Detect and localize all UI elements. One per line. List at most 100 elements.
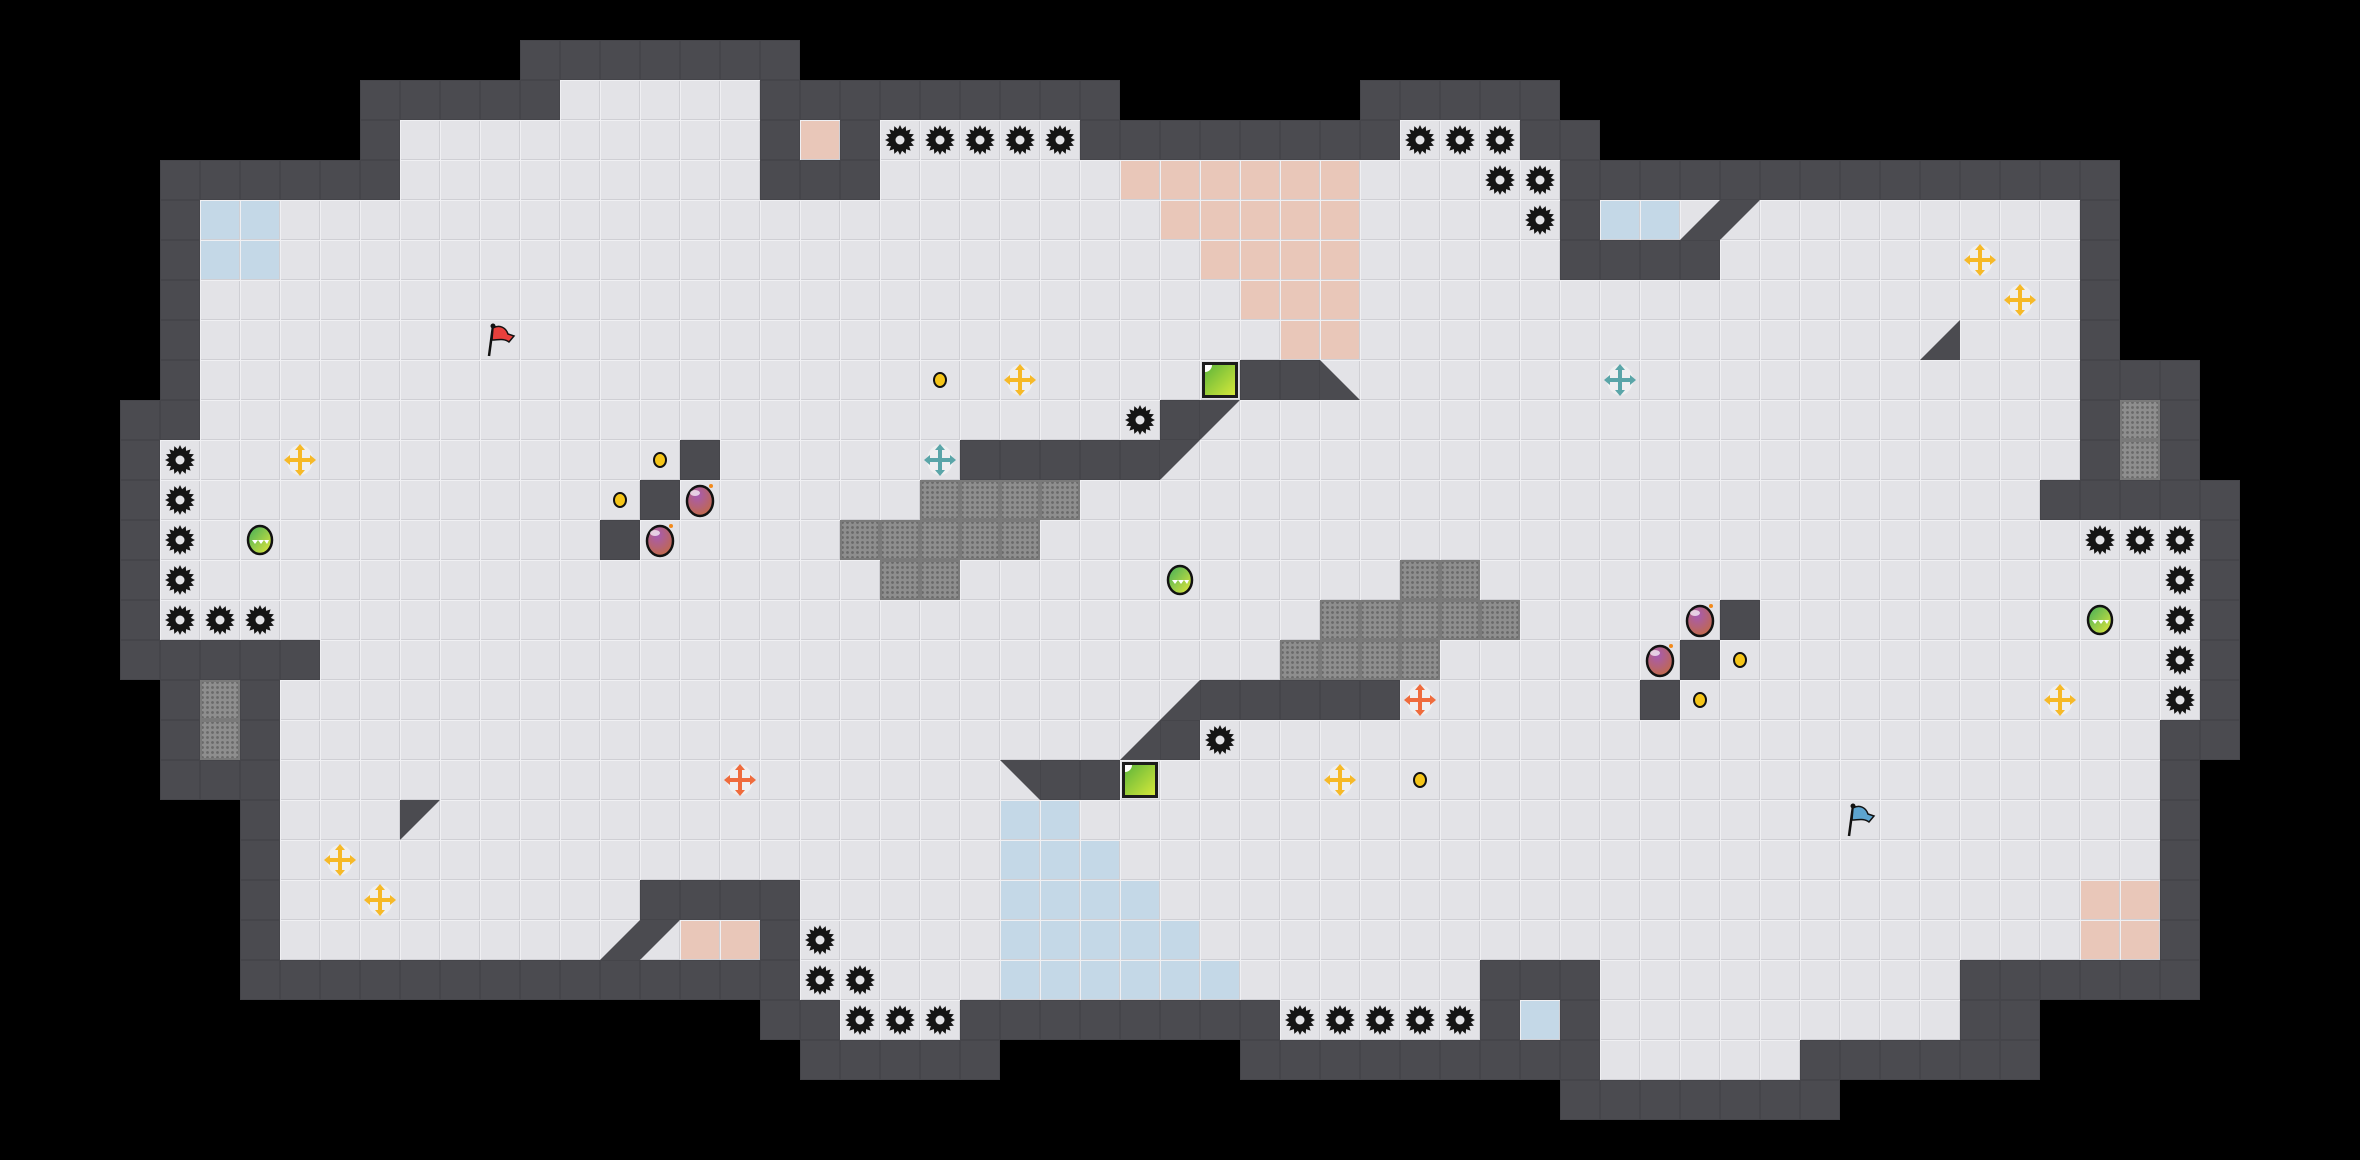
floor-tile [1960,640,2000,680]
floor-tile [1600,960,1640,1000]
spike-icon [1400,1005,1440,1044]
wall-tile [1360,680,1400,720]
floor-tile [1840,520,1880,560]
floor-tile [600,720,640,760]
wall-tile [2080,280,2120,320]
floor-tile [2000,840,2040,880]
floor-tile [1880,640,1920,680]
floor-tile [520,120,560,160]
spike-icon [840,965,880,1004]
floor-tile [2000,760,2040,800]
floor-tile [200,320,240,360]
boost-yellow-boost-arrows-icon [1320,760,1360,800]
wall-tile [840,1040,880,1080]
floor-tile [1560,440,1600,480]
wall-tile [200,640,240,680]
floor-tile [1760,520,1800,560]
floor-tile [1000,720,1040,760]
floor-tile [1440,680,1480,720]
red-endzone-tile [1320,200,1360,240]
wall-tile [400,80,440,120]
floor-tile [1200,920,1240,960]
boost-yellow-boost-arrows-icon [1000,360,1040,400]
floor-tile [240,320,280,360]
floor-tile [440,160,480,200]
floor-tile [600,360,640,400]
wall-tile [760,160,800,200]
wall-tile [2000,960,2040,1000]
floor-tile [840,320,880,360]
floor-tile [520,880,560,920]
floor-tile [760,600,800,640]
floor-tile [1680,360,1720,400]
floor-tile [2160,680,2200,720]
wall-tile [360,160,400,200]
wall-tile [2200,560,2240,600]
floor-tile [1240,840,1280,880]
floor-tile [280,840,320,880]
floor-tile [1000,400,1040,440]
floor-tile [560,400,600,440]
floor-tile [440,480,480,520]
floor-tile [720,680,760,720]
floor-tile [1880,720,1920,760]
spike-icon [2160,605,2200,644]
floor-tile [1080,600,1120,640]
floor-tile [200,440,240,480]
floor-tile [160,520,200,560]
floor-tile [1240,600,1280,640]
wall-tile [1800,1040,1840,1080]
floor-tile [1720,800,1760,840]
floor-tile [1840,640,1880,680]
floor-tile [160,480,200,520]
floor-tile [1480,760,1520,800]
floor-tile [760,800,800,840]
wall-tile [2120,960,2160,1000]
floor-tile [1680,280,1720,320]
floor-tile [1640,760,1680,800]
spike-icon [1360,1005,1400,1044]
floor-tile [600,280,640,320]
floor-tile [1200,640,1240,680]
blue-endzone-tile [1040,880,1080,920]
floor-tile [1760,800,1800,840]
floor-tile [320,880,360,920]
floor-tile [1560,320,1600,360]
floor-tile [1480,640,1520,680]
floor-tile [2040,800,2080,840]
floor-tile [400,440,440,480]
wall-tile [1960,1000,2000,1040]
floor-tile [1840,680,1880,720]
floor-tile [880,320,920,360]
floor-tile [1560,280,1600,320]
floor-tile [1840,840,1880,880]
wall-tile [2160,960,2200,1000]
floor-tile [680,400,720,440]
floor-tile [1080,520,1120,560]
floor-tile [1800,520,1840,560]
floor-tile [520,920,560,960]
wall-tile [920,1040,960,1080]
floor-tile [880,880,920,920]
blue-endzone-tile [1040,840,1080,880]
gate-tile [960,520,1000,560]
boost-yellow-boost-arrows-icon [320,840,360,880]
floor-tile [1320,440,1360,480]
floor-tile [1720,1040,1760,1080]
floor-tile [600,840,640,880]
wall-tile [1880,160,1920,200]
floor-tile [600,240,640,280]
floor-tile [560,80,600,120]
floor-tile [880,440,920,480]
floor-tile [400,280,440,320]
wall-tile [1040,80,1080,120]
floor-tile [1720,720,1760,760]
wall-tile [440,80,480,120]
floor-tile [2040,400,2080,440]
floor-tile [2120,600,2160,640]
floor-tile [1520,240,1560,280]
floor-tile [680,760,720,800]
gate-tile [2120,440,2160,480]
floor-tile [1440,280,1480,320]
gate-tile [880,560,920,600]
